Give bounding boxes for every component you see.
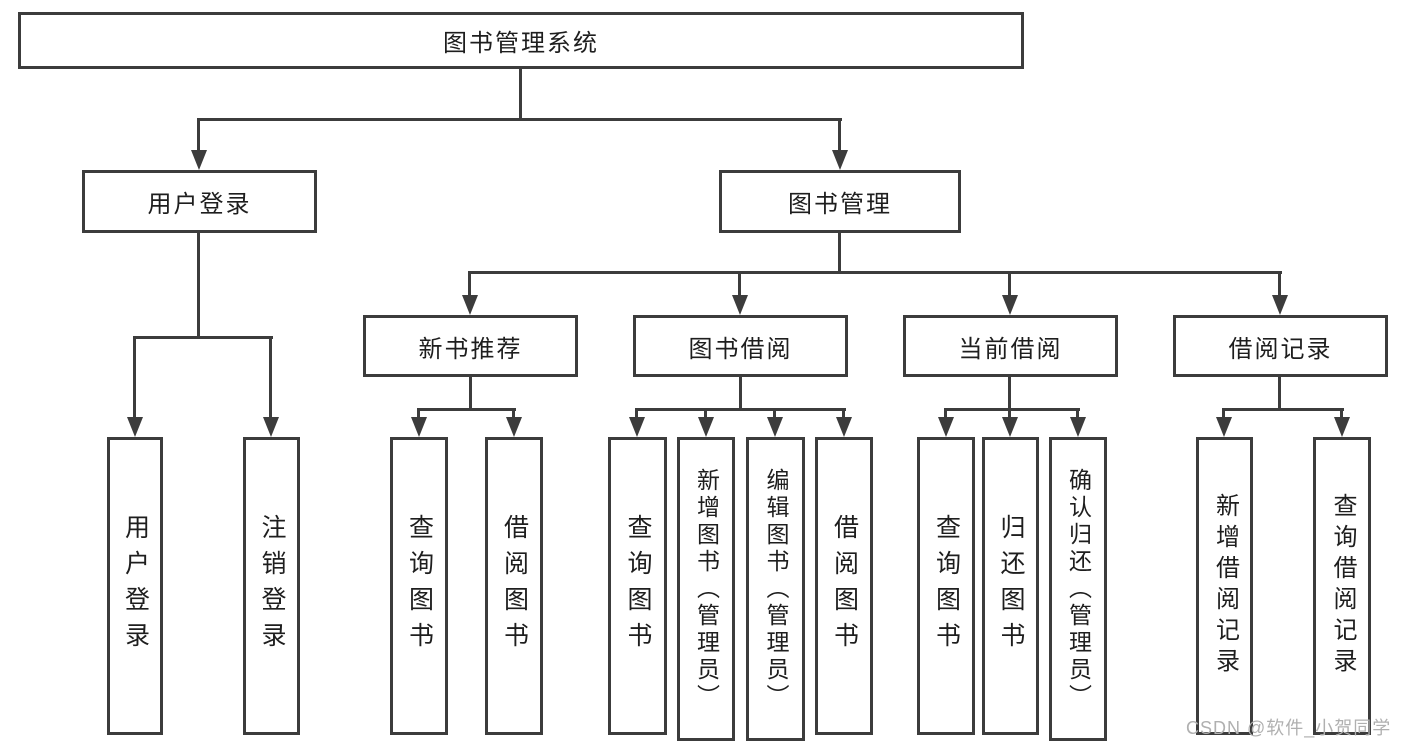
connector-line [133, 336, 273, 339]
arrowhead-icon [1070, 417, 1086, 437]
node-new-book-rec-label: 新书推荐 [418, 335, 523, 363]
leaf-edit-book-admin: 编辑图书（管理员） [746, 437, 805, 741]
arrowhead-icon [629, 417, 645, 437]
leaf-query-books-rec-label: 查询图书 [405, 514, 434, 658]
leaf-add-book-admin-label: 新增图书（管理员） [693, 467, 720, 711]
leaf-query-books-borrow-label: 查询图书 [624, 514, 652, 658]
leaf-confirm-return-admin-label: 确认归还（管理员） [1065, 467, 1092, 711]
connector-line [738, 271, 741, 296]
watermark: CSDN @软件_小贺同学 [1186, 718, 1392, 738]
arrowhead-icon [1002, 417, 1018, 437]
arrowhead-icon [411, 417, 427, 437]
leaf-borrow-books-rec-label: 借阅图书 [500, 514, 529, 658]
leaf-add-book-admin: 新增图书（管理员） [677, 437, 735, 741]
connector-line [1008, 408, 1011, 418]
leaf-user-login: 用户登录 [107, 437, 163, 735]
connector-line [468, 271, 1282, 274]
leaf-add-borrow-record: 新增借阅记录 [1196, 437, 1253, 735]
connector-line [1222, 408, 1344, 411]
node-new-book-rec: 新书推荐 [363, 315, 578, 377]
connector-line [519, 69, 522, 121]
arrowhead-icon [832, 150, 848, 170]
connector-line [197, 118, 200, 151]
leaf-query-books-rec: 查询图书 [390, 437, 448, 735]
leaf-return-book: 归还图书 [982, 437, 1039, 735]
leaf-user-login-label: 用户登录 [121, 514, 150, 658]
connector-line [133, 336, 136, 418]
arrowhead-icon [1334, 417, 1350, 437]
connector-line [635, 408, 638, 418]
connector-line [469, 377, 472, 411]
node-user-login: 用户登录 [82, 170, 317, 233]
connector-line [773, 408, 776, 418]
connector-line [1278, 271, 1281, 296]
arrowhead-icon [767, 417, 783, 437]
arrowhead-icon [836, 417, 852, 437]
node-root-label: 图书管理系统 [443, 30, 599, 57]
node-current-borrow-label: 当前借阅 [958, 335, 1063, 363]
arrowhead-icon [191, 150, 207, 170]
connector-line [838, 233, 841, 274]
connector-line [1222, 408, 1225, 418]
leaf-query-borrow-record: 查询借阅记录 [1313, 437, 1371, 735]
arrowhead-icon [1272, 295, 1288, 315]
connector-line [1008, 271, 1011, 296]
node-borrow-records: 借阅记录 [1173, 315, 1388, 377]
connector-line [512, 408, 515, 418]
arrowhead-icon [1002, 295, 1018, 315]
arrowhead-icon [263, 417, 279, 437]
arrowhead-icon [732, 295, 748, 315]
connector-line [1076, 408, 1079, 418]
leaf-borrow-books-rec: 借阅图书 [485, 437, 543, 735]
connector-line [838, 118, 841, 151]
arrowhead-icon [938, 417, 954, 437]
node-current-borrow: 当前借阅 [903, 315, 1118, 377]
arrowhead-icon [127, 417, 143, 437]
connector-line [635, 408, 846, 411]
connector-line [739, 377, 742, 411]
connector-line [269, 336, 272, 418]
connector-line [197, 118, 842, 121]
leaf-borrow-books-borrow: 借阅图书 [815, 437, 873, 735]
leaf-logout-label: 注销登录 [258, 514, 286, 658]
node-borrow-records-label: 借阅记录 [1228, 335, 1333, 363]
node-book-borrow: 图书借阅 [633, 315, 848, 377]
leaf-query-books-current-label: 查询图书 [932, 514, 961, 658]
connector-line [1008, 377, 1011, 411]
arrowhead-icon [1216, 417, 1232, 437]
leaf-query-books-borrow: 查询图书 [608, 437, 667, 735]
leaf-query-books-current: 查询图书 [917, 437, 975, 735]
node-root: 图书管理系统 [18, 12, 1024, 69]
arrowhead-icon [698, 417, 714, 437]
connector-line [417, 408, 420, 418]
leaf-logout: 注销登录 [243, 437, 300, 735]
connector-line [1340, 408, 1343, 418]
node-book-mgmt-label: 图书管理 [788, 191, 892, 218]
leaf-query-borrow-record-label: 查询借阅记录 [1329, 493, 1356, 679]
connector-line [197, 233, 200, 339]
node-user-login-label: 用户登录 [147, 191, 252, 218]
leaf-edit-book-admin-label: 编辑图书（管理员） [763, 467, 789, 711]
leaf-confirm-return-admin: 确认归还（管理员） [1049, 437, 1107, 741]
connector-line [944, 408, 947, 418]
arrowhead-icon [506, 417, 522, 437]
node-book-borrow-label: 图书借阅 [688, 335, 793, 363]
connector-line [842, 408, 845, 418]
connector-line [468, 271, 471, 296]
leaf-add-borrow-record-label: 新增借阅记录 [1211, 493, 1239, 679]
connector-line [944, 408, 1080, 411]
connector-line [704, 408, 707, 418]
connector-line [417, 408, 516, 411]
arrowhead-icon [462, 295, 478, 315]
leaf-borrow-books-borrow-label: 借阅图书 [830, 514, 859, 658]
connector-line [1278, 377, 1281, 411]
node-book-mgmt: 图书管理 [719, 170, 961, 233]
leaf-return-book-label: 归还图书 [997, 514, 1025, 658]
